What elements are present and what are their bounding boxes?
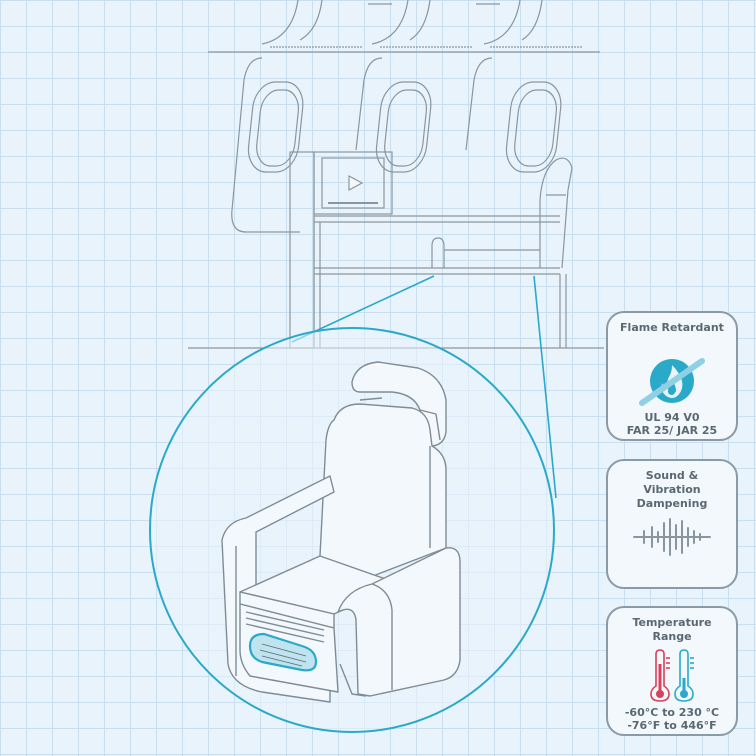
temperature-range-card: Temperature Range -60°C to 230 °C -76 [606, 606, 738, 736]
flame-retardant-card: Flame Retardant UL 94 V0 FAR 25/ JAR 25 [606, 311, 738, 441]
seat-row [188, 157, 604, 349]
cabin-windows [231, 57, 562, 233]
temperature-spec-fahrenheit: -76°F to 446°F [627, 719, 717, 732]
damping-pad-highlight [248, 632, 318, 672]
overhead-bins [208, 0, 600, 53]
sound-wave-icon [608, 515, 736, 563]
flame-retardant-title: Flame Retardant [620, 321, 724, 334]
sound-dampening-title: Sound & Vibration Dampening [636, 469, 708, 510]
sound-dampening-card: Sound & Vibration Dampening [606, 459, 738, 589]
thermometer-icon [608, 648, 736, 708]
flame-no-icon [608, 351, 736, 413]
temperature-spec-celsius: -60°C to 230 °C [624, 706, 720, 719]
flame-retardant-spec: UL 94 V0 FAR 25/ JAR 25 [608, 411, 736, 437]
flame-spec-line-1: UL 94 V0 [644, 411, 700, 424]
flame-spec-line-2: FAR 25/ JAR 25 [626, 424, 718, 437]
temperature-range-title: Temperature Range [632, 616, 712, 643]
temperature-range-spec: -60°C to 230 °C -76°F to 446°F [608, 706, 736, 732]
